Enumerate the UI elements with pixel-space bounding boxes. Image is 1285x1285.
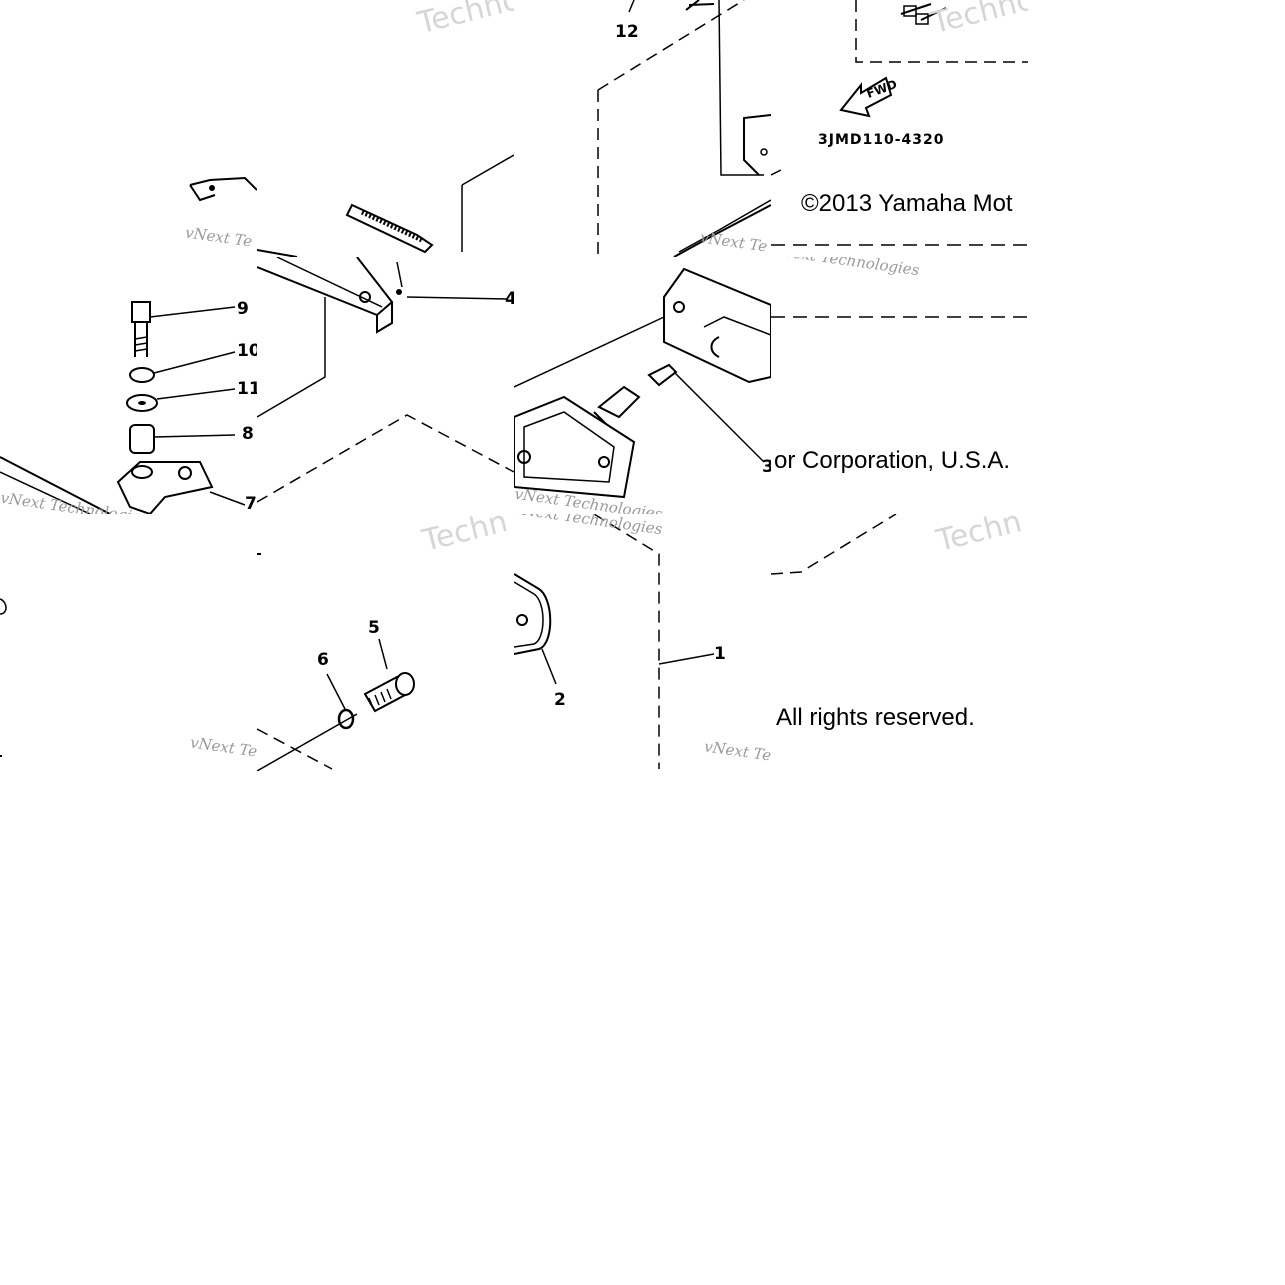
diagram-tile-r2c4: or Corporation, U.S.A. vNext Technologie… <box>771 257 1028 514</box>
callout-8: 8 <box>242 424 254 444</box>
callout-11: 11 <box>237 379 257 399</box>
callout-9: 9 <box>237 299 249 319</box>
diagram-tile-r1c3: 12 vNext Te <box>514 0 771 257</box>
diagram-tile-r3c4: All rights reserved. Techn <box>771 514 1028 771</box>
callout-12: 12 <box>615 22 639 42</box>
callout-4: 4 <box>505 289 514 309</box>
diagram-tile-r2c3: 3 vNext Technologies <box>514 257 771 514</box>
callout-1: 1 <box>714 644 726 664</box>
copyright-line-2: or Corporation, U.S.A. <box>774 447 1011 474</box>
diagram-tile-r1c2: Techno <box>257 0 514 257</box>
copyright-line-3: All rights reserved. <box>776 704 975 731</box>
part-number: 3JMD110-4320 <box>818 132 945 148</box>
callout-6: 6 <box>317 650 329 670</box>
callout-10: 10 <box>237 341 257 361</box>
callout-7: 7 <box>245 494 257 514</box>
diagram-tile-r1c4: FWD 3JMD110-4320 ©2013 Yamaha Mot Techno <box>771 0 1028 257</box>
callout-5: 5 <box>368 618 380 638</box>
diagram-tile-r2c2: 4 <box>257 257 514 514</box>
callout-2: 2 <box>554 690 566 710</box>
copyright-line-1: ©2013 Yamaha Mot <box>801 190 1013 217</box>
diagram-tile-r2c1: 9 10 11 8 7 vNext Technologies <box>0 257 257 514</box>
diagram-tile-r3c3: 2 1 vNext Technologies vNext Te <box>514 514 771 771</box>
diagram-tile-r3c2: 5 6 Techn <box>257 514 514 771</box>
diagram-tile-r1c1: vNext Te Techno <box>0 0 257 257</box>
diagram-tile-r3c1: vNext Te <box>0 514 257 771</box>
callout-3: 3 <box>762 457 771 477</box>
